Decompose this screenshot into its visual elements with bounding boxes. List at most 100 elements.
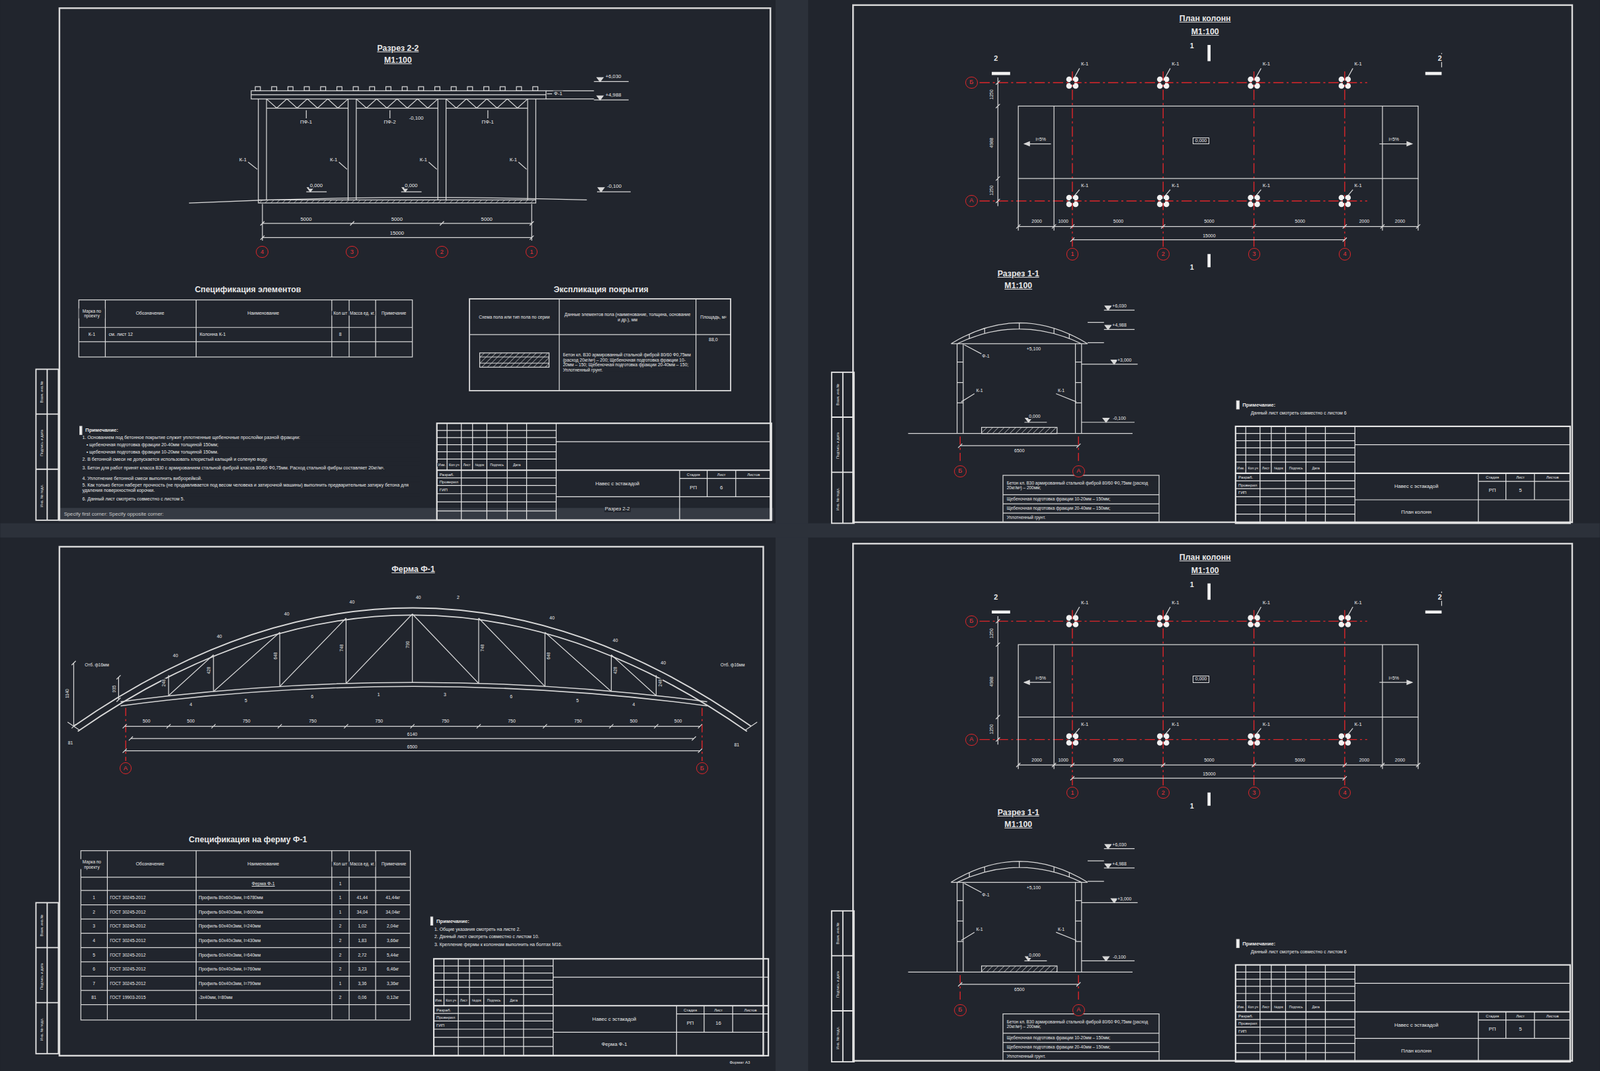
drawing-label: 6	[310, 694, 315, 700]
drawing-label: 1	[91, 895, 96, 901]
drawing-label: М1:100	[1190, 27, 1220, 37]
node-text: 1	[1070, 251, 1074, 258]
node-text: А	[1076, 1006, 1081, 1013]
drawing-label: ГОСТ 30245-2012	[109, 981, 147, 987]
drawing-label: 34,04кг	[384, 909, 401, 916]
drawing-label: Лист	[713, 1008, 724, 1013]
dimension-label: Взам. инв.№	[835, 922, 840, 946]
axis-marker: Б	[965, 76, 978, 90]
drawing-label: Щебеночная подготовка фракции 20-40мм – …	[1006, 1045, 1159, 1050]
drawing-label: К-1	[1262, 721, 1271, 728]
drawing-label: Проверил	[435, 1015, 456, 1021]
drawing-label: Масса ед. кг.	[349, 310, 377, 316]
drawing-label: 500	[629, 718, 639, 724]
drawing-label: 40	[172, 653, 180, 659]
drawing-label: 41,44кг	[384, 895, 401, 901]
axis-marker: Б	[954, 1004, 967, 1017]
drawing-label: К-1	[419, 157, 428, 164]
drawing-label: Профиль 60х40х3мм, l=640мм	[197, 952, 262, 959]
drawing-label: 2	[993, 54, 999, 63]
drawing-label: 2	[338, 995, 343, 1001]
drawing-label: 5000	[390, 216, 404, 223]
drawing-label: Разрез 1-1	[997, 807, 1040, 817]
drawing-label: -0,100	[1112, 415, 1127, 422]
dimension-label: 748	[339, 643, 344, 653]
drawing-label: 3,36	[357, 981, 367, 987]
drawing-label: Уплотненный грунт.	[1006, 515, 1159, 521]
drawing-label: 0,000	[309, 182, 324, 189]
drawing-label: 1000	[1057, 218, 1069, 225]
drawing-label: Стадия	[1484, 1014, 1500, 1019]
drawing-label: Кол.уч	[1246, 1004, 1259, 1009]
drawing-label: i=5%	[1034, 675, 1047, 681]
drawing-label: 40	[548, 615, 556, 621]
dimension-label: 1250	[989, 88, 995, 100]
drawing-label: 3. Крепление фермы к колоннам выполнить …	[433, 942, 563, 948]
drawing-label: Лист	[462, 462, 471, 467]
drawing-label: Ф-1	[553, 91, 564, 98]
axis-marker: А	[965, 733, 978, 747]
drawing-label: 6	[509, 694, 514, 700]
drawing-label: Примечание:	[435, 918, 471, 925]
drawing-label: 81	[67, 740, 75, 746]
drawing-label: 2. Данный лист смотреть совместно с лист…	[433, 934, 541, 940]
drawing-label: i=5%	[1387, 136, 1400, 143]
axis-marker: 2	[435, 245, 449, 259]
drawing-label: +4,988	[1111, 322, 1127, 328]
drawing-label: Спецификация элементов	[194, 284, 303, 295]
drawing-label: 1000	[1057, 757, 1069, 763]
drawing-label: 1	[1189, 263, 1195, 272]
drawing-label: 0,000	[1028, 952, 1041, 959]
drawing-label: 4	[91, 938, 96, 944]
drawing-label: К-1	[1262, 182, 1271, 189]
drawing-label: -0,100	[606, 183, 623, 190]
drawing-label: Примечание	[380, 861, 407, 867]
drawing-label: 5,44кг	[386, 952, 400, 959]
drawing-label: Экспликация покрытия	[552, 284, 649, 295]
drawing-label: 40	[216, 634, 223, 640]
drawing-label: 40	[349, 599, 356, 605]
drawing-label: Дата	[512, 462, 522, 467]
drawing-label: РП	[1488, 1026, 1497, 1033]
drawing-label: Ферма Ф-1	[251, 881, 276, 887]
axis-marker: 1	[1066, 247, 1080, 261]
dimension-label: 790	[405, 640, 411, 650]
drawing-label: Ф-1	[981, 353, 990, 360]
dimension-label: 748	[480, 643, 485, 653]
drawing-label: 1. Основанием под бетонное покрытие служ…	[81, 435, 420, 441]
drawing-label: Профиль 60х40х3мм, l=760мм	[197, 966, 262, 972]
axis-marker: 3	[345, 245, 359, 259]
drawing-label: см. лист 12	[108, 331, 134, 338]
drawing-label: ГОСТ 30245-2012	[109, 938, 147, 944]
drawing-label: Марка по проекту	[78, 308, 105, 319]
drawing-label: 2	[1437, 593, 1443, 601]
dimension-label: Подпись и дата	[39, 429, 44, 457]
drawing-label: 2000	[1030, 757, 1042, 763]
axis-marker: А	[965, 195, 978, 208]
node-text: 2	[440, 249, 444, 256]
node-text: 2	[1161, 251, 1165, 258]
node-text: 4	[260, 249, 264, 256]
axis-marker: Б	[954, 465, 967, 479]
dimension-label: Взам. инв.№	[835, 383, 840, 407]
drawing-label: №док	[1273, 466, 1284, 471]
drawing-label: Профиль 60х40х3мм, l=430мм	[197, 938, 262, 944]
drawing-label: Примечание:	[84, 427, 120, 434]
node-text: Б	[969, 618, 974, 625]
drawing-label: Проверил	[1237, 482, 1258, 488]
axis-marker: А	[1072, 1004, 1085, 1017]
drawing-label: План колонн	[1178, 552, 1232, 562]
drawing-label: Примечание:	[1241, 940, 1277, 947]
drawing-label: 1	[338, 909, 343, 916]
drawing-label: М1:100	[1190, 565, 1220, 576]
node-text: Б	[700, 765, 705, 772]
drawing-label: 1	[338, 981, 343, 987]
drawing-label: 7	[91, 981, 96, 987]
dimension-label: 1250	[989, 723, 995, 735]
drawing-label: ГОСТ 30245-2012	[109, 966, 147, 972]
drawing-label: К-1	[1080, 600, 1089, 607]
drawing-label: Колонна К-1	[199, 331, 227, 338]
drawing-label: К-1	[329, 157, 338, 164]
drawing-label: 5000	[1112, 218, 1124, 225]
drawing-label: Разрез 1-1	[997, 269, 1040, 279]
